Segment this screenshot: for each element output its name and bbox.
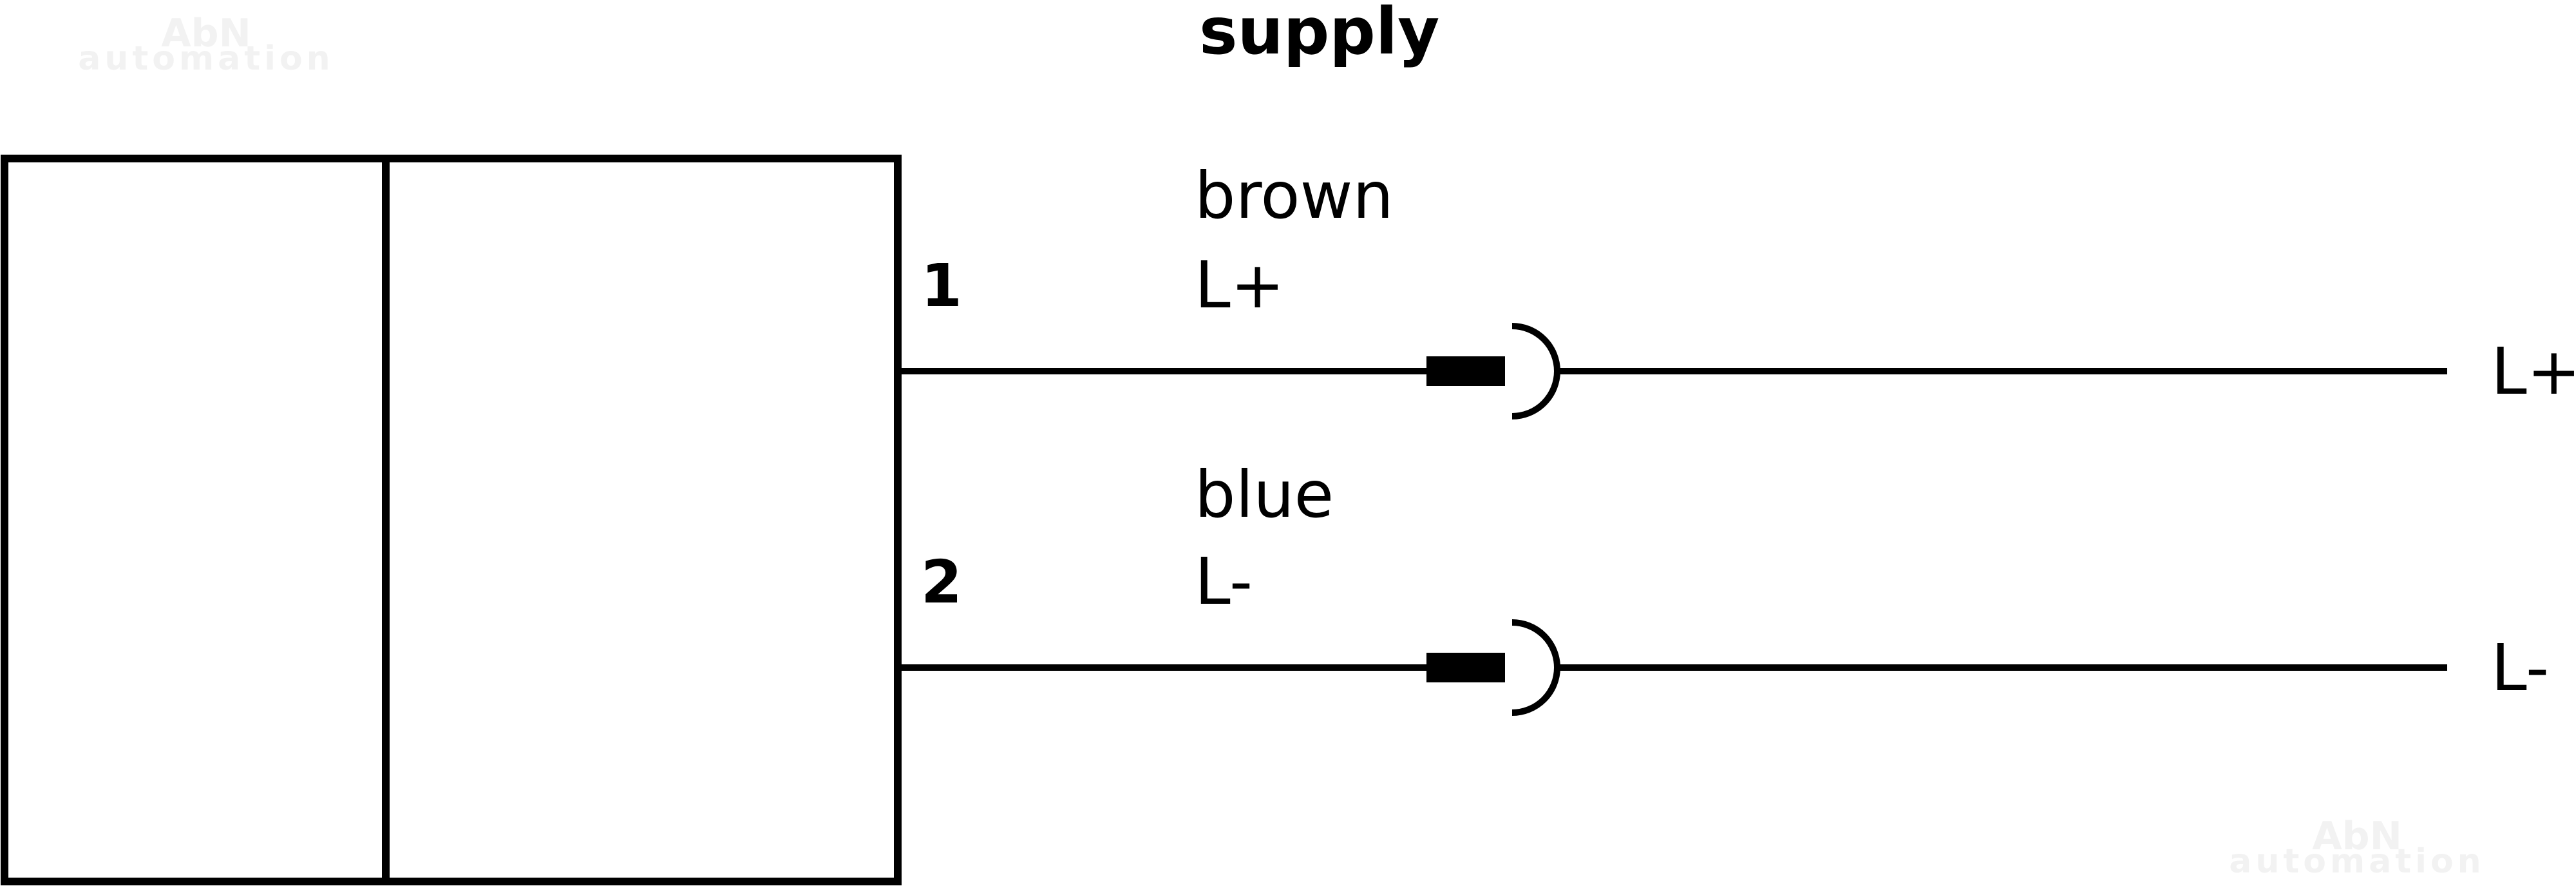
watermark-top-left: AbN automation (78, 11, 334, 78)
pin-number: 2 (921, 548, 962, 617)
connector-plug (1426, 653, 1505, 682)
wire-signal-label: L- (1195, 544, 1253, 619)
watermark-sub-text: automation (78, 39, 334, 78)
wire-pin-1: 1 brown L+ L+ (898, 158, 2576, 419)
watermark-logo-text: AbN (161, 11, 251, 56)
terminal-label: L- (2491, 630, 2549, 706)
connector-socket (1511, 619, 1560, 716)
watermark-bottom-right: AbN automation (2229, 814, 2485, 881)
device-housing (1, 155, 902, 885)
connector-socket (1511, 323, 1560, 419)
diagram-title: supply (1199, 0, 1439, 69)
terminal-label: L+ (2491, 334, 2576, 409)
pin-number: 1 (921, 251, 962, 320)
watermark-sub-text: automation (2229, 842, 2485, 881)
wire-signal-label: L+ (1195, 247, 1285, 323)
watermark-logo-text: AbN (2312, 814, 2402, 859)
connector-plug (1426, 356, 1505, 386)
wire-pin-2: 2 blue L- L- (898, 457, 2549, 716)
wire-color-label: blue (1195, 457, 1334, 532)
wire-color-label: brown (1195, 158, 1394, 233)
